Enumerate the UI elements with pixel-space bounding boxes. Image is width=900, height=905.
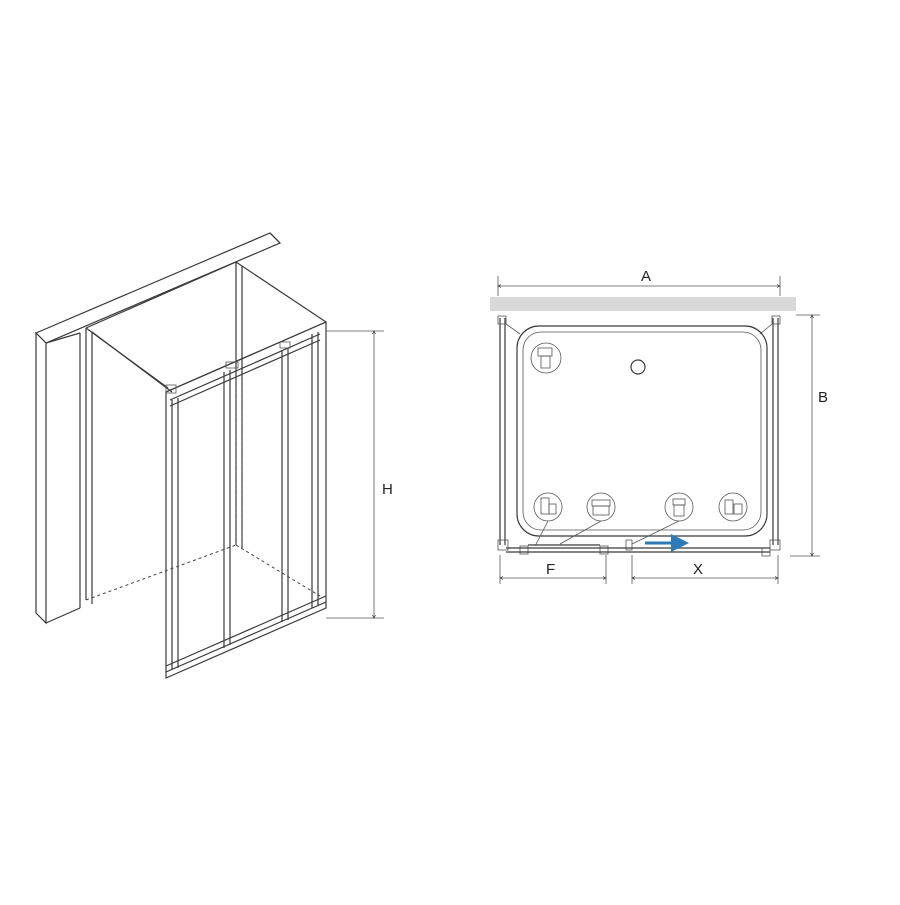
opening-dimension: X [632,555,778,584]
depth-label: B [818,389,828,406]
wc-icon [530,342,562,374]
depth-dimension: B [790,315,828,556]
plan-view: A B [490,268,828,584]
shower-tray [516,325,768,537]
fixture-icons [530,342,748,547]
washbasin-icon [664,492,694,522]
front-frame [165,321,327,679]
height-label: H [382,481,393,498]
wall-block [34,232,282,625]
vanity-icon [586,492,616,522]
height-dimension: H [326,331,393,618]
back-wall [490,297,796,311]
drain-icon [630,359,646,375]
side-panel [85,261,327,604]
isometric-view: H [34,232,393,679]
fixed-label: F [546,561,555,578]
plan-frame [497,315,781,557]
width-dimension: A [498,268,780,296]
hidden-lines [85,380,321,601]
width-label: A [641,268,651,285]
sink-icon [533,492,563,522]
cabinet-icon [718,492,748,522]
fixed-dimension: F [500,555,606,584]
opening-label: X [693,561,703,578]
